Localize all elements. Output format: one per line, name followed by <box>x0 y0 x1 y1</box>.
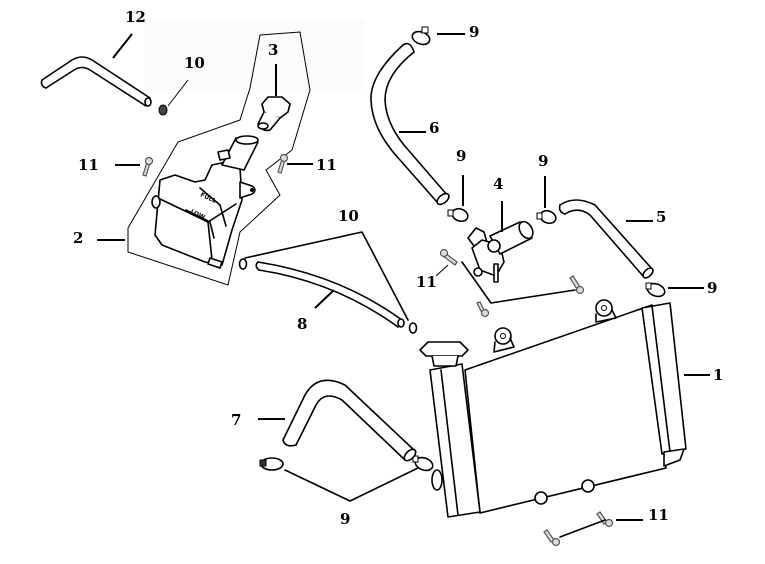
callout-11-bottom: 11 <box>648 506 669 524</box>
bg-shade <box>145 20 365 90</box>
callout-3: 3 <box>268 41 278 59</box>
callout-2: 2 <box>73 229 83 247</box>
callout-11-left: 11 <box>78 156 99 174</box>
part-9-clamp-bottom-left <box>259 457 284 471</box>
part-11-bolt-left <box>142 156 154 177</box>
part-8-hose <box>255 261 405 328</box>
part-9-clamp-hose6 <box>447 207 469 223</box>
callout-10-mid: 10 <box>338 207 359 225</box>
callout-8: 8 <box>297 315 307 333</box>
callout-11-tank: 11 <box>316 156 337 174</box>
part-9-clamp-hose5 <box>536 209 557 225</box>
part-11-bolt-bottom-a <box>543 529 561 547</box>
part-1-radiator <box>419 299 687 518</box>
part-11-bolt-fitting-c <box>569 275 585 295</box>
callout-9-right: 9 <box>707 279 717 297</box>
part-6-hose <box>370 42 450 206</box>
part-2-group-outline <box>127 31 311 286</box>
part-9-clamp-right <box>645 282 666 298</box>
part-10-clip-right <box>408 322 418 334</box>
part-9-clamp-bottom-right <box>412 455 434 472</box>
part-10-clip-top <box>158 104 168 116</box>
callout-12: 12 <box>125 8 146 26</box>
part-9-clamp-top <box>411 26 431 46</box>
callout-4: 4 <box>493 175 503 193</box>
callout-10-top: 10 <box>184 54 205 72</box>
leader-lines <box>97 33 710 538</box>
callout-7: 7 <box>231 411 241 429</box>
part-11-bolt-right-tank <box>277 153 289 174</box>
callout-9-bottom: 9 <box>340 510 350 528</box>
part-2-reservoir-tank: FULL LOW <box>151 135 259 269</box>
part-11-bolt-fitting-b <box>476 301 490 318</box>
callout-6: 6 <box>429 119 439 137</box>
callout-1: 1 <box>713 366 723 384</box>
callout-5: 5 <box>656 208 666 226</box>
part-3-reservoir-cap <box>257 96 291 132</box>
part-7-hose <box>282 379 417 462</box>
part-4-fitting <box>467 220 534 283</box>
callout-9-hose6: 9 <box>456 147 466 165</box>
part-12-breather-hose <box>40 56 152 107</box>
callout-11-fitting: 11 <box>416 273 437 291</box>
callout-9-hose5: 9 <box>538 152 548 170</box>
part-11-bolt-fitting-a <box>439 248 458 266</box>
part-10-clip-left <box>238 258 248 270</box>
callout-9-top: 9 <box>469 23 479 41</box>
part-5-hose <box>558 199 654 279</box>
